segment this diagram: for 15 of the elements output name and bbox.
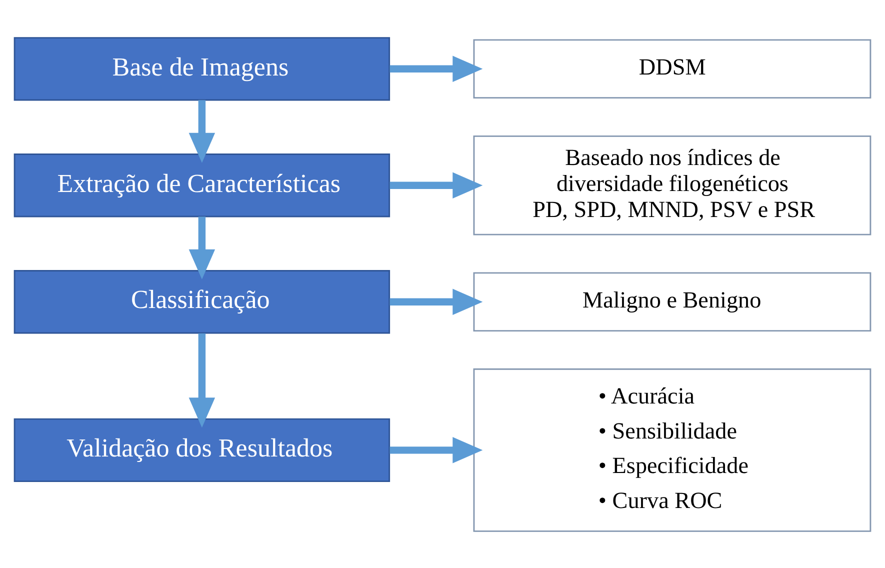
node-box: Classificação (14, 270, 390, 334)
node-box: DDSM (473, 38, 872, 98)
arrow (188, 332, 216, 428)
arrow (188, 216, 216, 279)
arrow (390, 55, 483, 82)
node-box: Base de Imagens (14, 36, 390, 100)
node-box: Baseado nos índices de diversidade filogenéticos PD, SPD, MNND, PSV e PSR (473, 134, 872, 235)
node-box: Validação dos Resultados (14, 418, 390, 482)
node-box: Extração de Características (14, 153, 390, 217)
arrow (188, 100, 216, 162)
arrow (390, 436, 483, 463)
arrow (390, 288, 483, 314)
node-box: Maligno e Benigno (473, 272, 872, 332)
arrow (390, 172, 483, 198)
node-box: • Acurácia • Sensibilidade • Especificidade • Curva ROC (473, 368, 872, 532)
